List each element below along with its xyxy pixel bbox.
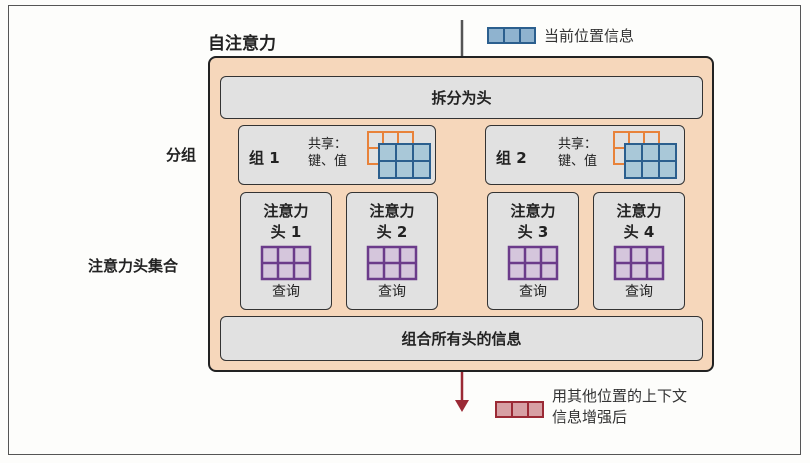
shared-kv-matrix-icon [613,131,677,179]
groups-side-label: 分组 [166,146,197,164]
group-label: 组 1 [249,149,280,167]
shared-kv-label: 共享： 键、值 [308,137,348,169]
group-label: 组 2 [496,149,527,167]
current-position-legend-label: 当前位置信息 [544,27,635,45]
attention-head-1: 注意力 头 1 查询 [240,192,332,310]
query-matrix-icon [507,245,559,281]
current-position-legend-icon [487,27,536,44]
group-box-1: 组 1 共享： 键、值 [238,125,436,185]
query-matrix-icon [613,245,665,281]
diagram-title: 自注意力 [208,34,276,54]
group-box-2: 组 2 共享： 键、值 [485,125,685,185]
split-heads-bar: 拆分为头 [220,76,703,119]
query-matrix-icon [260,245,312,281]
combine-heads-bar: 组合所有头的信息 [220,316,703,361]
attention-head-2: 注意力 头 2 查询 [346,192,438,310]
output-arrow-icon [455,372,469,412]
enhanced-output-legend-icon [495,401,544,418]
attention-head-3: 注意力 头 3 查询 [487,192,579,310]
shared-kv-matrix-icon [367,131,431,179]
query-matrix-icon [366,245,418,281]
shared-kv-label: 共享： 键、值 [558,137,598,169]
enhanced-output-legend-label: 用其他位置的上下文 信息增强后 [552,387,688,426]
heads-side-label: 注意力头集合 [88,257,179,275]
attention-head-4: 注意力 头 4 查询 [593,192,685,310]
